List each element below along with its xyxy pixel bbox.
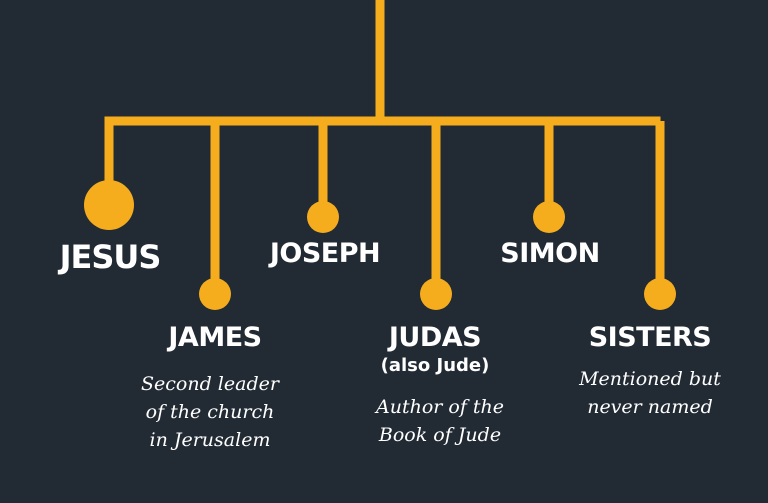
description-james-line-1: Second leader [141, 373, 279, 395]
description-judas-line-1: Author of the [375, 396, 505, 418]
description-judas-line-2: Book of Jude [378, 424, 502, 446]
name-simon: SIMON [500, 238, 600, 269]
alias-judas: (also Jude) [380, 355, 490, 376]
name-judas: JUDAS [388, 322, 482, 353]
description-james: Second leader of the church in Jerusalem [110, 370, 310, 454]
node-judas [420, 278, 452, 310]
node-james [199, 278, 231, 310]
description-sisters-line-1: Mentioned but [579, 368, 721, 390]
name-james: JAMES [168, 322, 262, 353]
description-judas: Author of the Book of Jude [340, 393, 540, 449]
node-sisters [644, 278, 676, 310]
name-sisters: SISTERS [588, 322, 712, 353]
node-jesus [84, 180, 134, 230]
name-jesus: JESUS [59, 238, 162, 276]
description-sisters-line-2: never named [587, 396, 713, 418]
name-joseph: JOSEPH [269, 238, 381, 269]
description-james-line-3: in Jerusalem [149, 429, 271, 451]
description-sisters: Mentioned but never named [550, 365, 750, 421]
node-joseph [307, 201, 339, 233]
description-james-line-2: of the church [145, 401, 275, 423]
node-simon [533, 201, 565, 233]
